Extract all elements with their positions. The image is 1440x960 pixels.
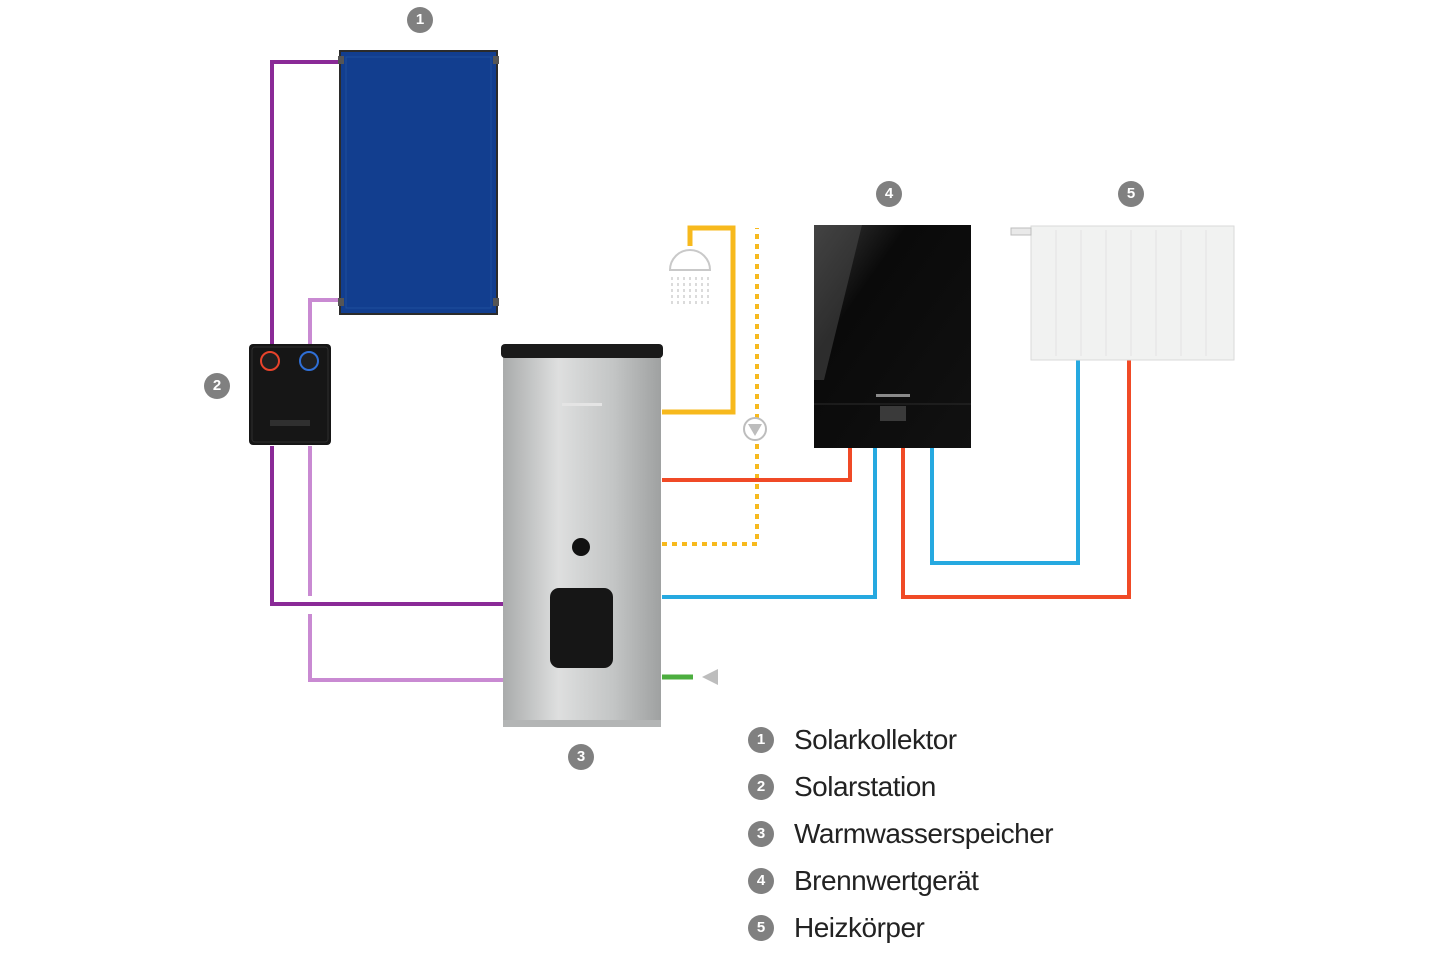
legend-label: Heizkörper	[794, 911, 925, 943]
legend-number: 1	[748, 726, 774, 753]
solar-return-pipe-lower	[308, 614, 503, 682]
circulation-pump-icon	[743, 417, 767, 441]
legend-label: Solarkollektor	[794, 723, 957, 755]
tank-flange	[550, 588, 613, 668]
legend-label: Warmwasserspeicher	[794, 817, 1054, 849]
cold-water-inlet-arrow-icon	[702, 669, 718, 685]
radiator	[1010, 225, 1235, 361]
solar-return-pipe	[308, 298, 503, 682]
legend-number: 2	[748, 773, 774, 800]
radiator-flow-pipe	[901, 360, 1131, 599]
condensing-boiler	[814, 225, 971, 448]
legend: 1 Solarkollektor 2 Solarstation 3 Warmwa…	[748, 716, 1268, 951]
legend-item: 1 Solarkollektor	[748, 716, 1268, 763]
legend-item: 3 Warmwasserspeicher	[748, 810, 1268, 857]
solar-flow-pipe-lower	[270, 446, 503, 606]
legend-item: 5 Heizkörper	[748, 904, 1268, 951]
solar-station-number-badge: 2	[204, 373, 230, 399]
solar-collector	[338, 50, 499, 315]
solar-flow-pipe-upper	[270, 60, 342, 346]
tank-port-icon	[572, 538, 590, 556]
hot-water-tank	[501, 344, 663, 727]
radiator-return-pipe	[930, 360, 1080, 565]
boiler-number-badge: 4	[876, 181, 902, 207]
solar-flow-pipe	[270, 60, 503, 606]
legend-number: 4	[748, 867, 774, 894]
legend-label: Solarstation	[794, 770, 936, 802]
return-thermometer-icon	[299, 351, 319, 371]
tank-number-badge: 3	[568, 744, 594, 770]
hot-water-pipe	[662, 225, 736, 415]
collector-number-badge: 1	[407, 7, 433, 33]
legend-item: 2 Solarstation	[748, 763, 1268, 810]
radiator-valve-icon	[1010, 227, 1032, 236]
boiler-display	[880, 406, 906, 421]
legend-item: 4 Brennwertgerät	[748, 857, 1268, 904]
solar-return-pipe-upper	[308, 298, 342, 346]
legend-number: 3	[748, 820, 774, 847]
hot-water-circulation-pipe	[662, 228, 759, 546]
radiator-number-badge: 5	[1118, 181, 1144, 207]
shower-icon	[668, 249, 712, 305]
flow-thermometer-icon	[260, 351, 280, 371]
legend-number: 5	[748, 914, 774, 941]
boiler-tank-return-pipe	[662, 448, 877, 599]
legend-label: Brennwertgerät	[794, 864, 979, 896]
boiler-tank-flow-pipe	[662, 448, 852, 482]
solar-station	[249, 344, 331, 445]
